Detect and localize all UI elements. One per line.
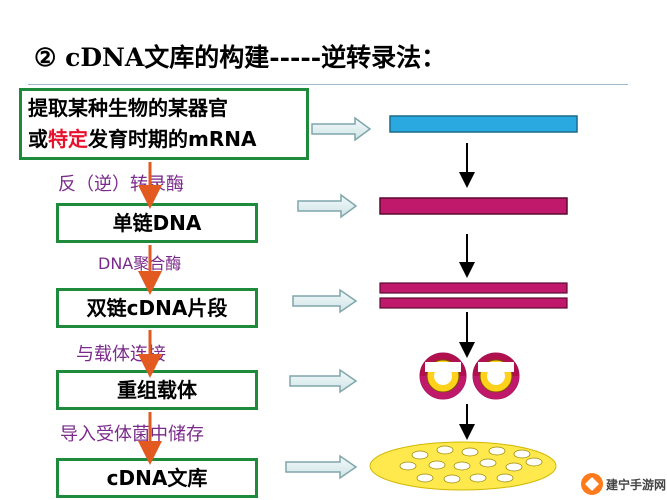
plasmid-left [419, 352, 467, 400]
bacteria-colonies [399, 445, 543, 484]
mrna-source-line1: 提取某种生物的某器官 [28, 96, 228, 120]
page-title: ② cDNA文库的构建-----逆转录法： [34, 43, 447, 72]
highlight-text: 特定 [48, 127, 88, 151]
single-strand-dna-bar [379, 197, 568, 215]
right-arrow-2 [297, 193, 358, 219]
mrna-bar [389, 115, 578, 133]
step-label-dna-polymerase: DNA聚合酶 [98, 254, 182, 273]
step-label-import-host: 导入受体菌中储存 [60, 424, 204, 445]
dna-strand-bottom [379, 297, 568, 309]
watermark-text: 建宁手游网 [606, 478, 667, 492]
line2-prefix: 或 [28, 127, 48, 151]
right-arrow-5 [285, 454, 358, 480]
right-arrow-1 [311, 116, 372, 142]
title-divider [28, 84, 628, 85]
recombinant-vector-box: 重组载体 [56, 370, 258, 410]
line2-suffix: 发育时期的mRNA [88, 127, 257, 151]
right-arrow-4 [289, 368, 358, 394]
right-arrow-3 [292, 288, 358, 314]
dna-strand-top [379, 282, 568, 294]
mrna-source-box: 提取某种生物的某器官 或特定发育时期的mRNA [19, 88, 309, 160]
mrna-source-line2: 或特定发育时期的mRNA [28, 124, 300, 155]
plasmid-right [472, 352, 520, 400]
cdna-library-box: cDNA文库 [56, 458, 258, 498]
watermark-logo-icon [581, 473, 603, 495]
